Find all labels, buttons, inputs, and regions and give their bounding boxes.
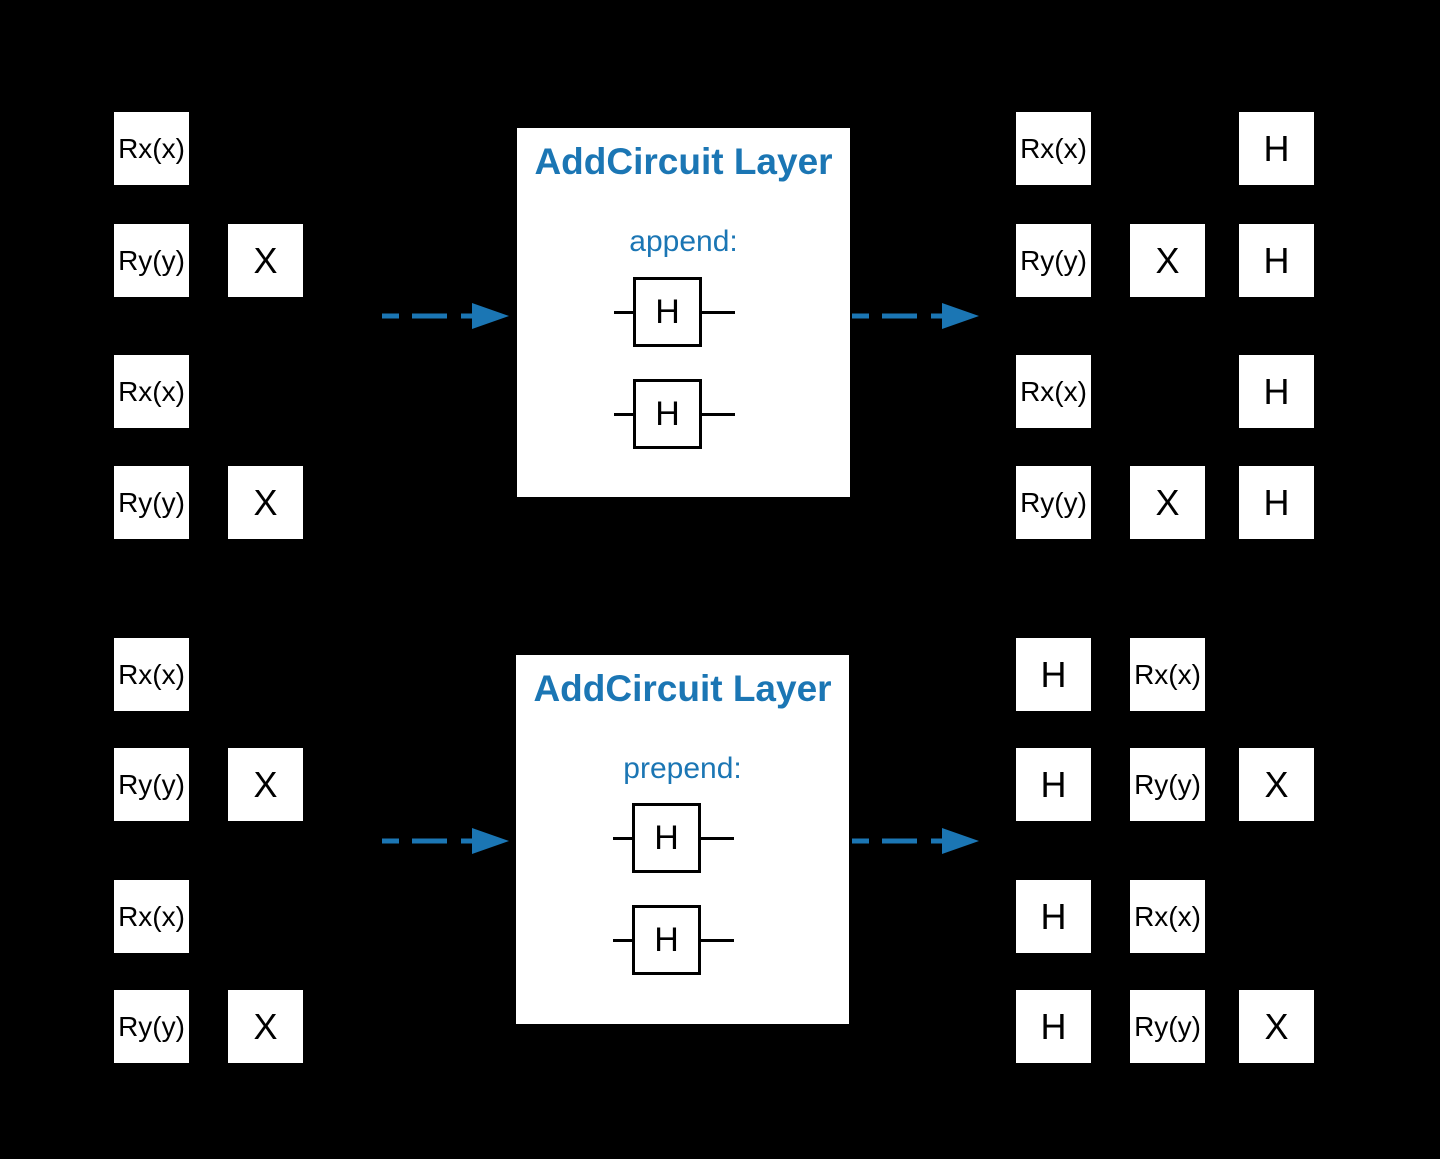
gate-h: H (1239, 466, 1314, 539)
gate-x: X (228, 466, 303, 539)
gate-rxx: Rx(x) (1016, 355, 1091, 428)
gate-h: H (633, 277, 702, 347)
addcircuit-panel-append: AddCircuit Layer append: H H (517, 128, 850, 497)
gate-ryy: Ry(y) (1016, 224, 1091, 297)
gate-h: H (1239, 355, 1314, 428)
gate-rxx: Rx(x) (114, 638, 189, 711)
gate-rxx: Rx(x) (1130, 880, 1205, 953)
gate-ryy: Ry(y) (114, 990, 189, 1063)
dashed-arrow-icon (852, 828, 979, 854)
dashed-arrow-icon (382, 303, 509, 329)
wire-line (614, 310, 633, 314)
gate-ryy: Ry(y) (114, 466, 189, 539)
gate-x: X (1130, 466, 1205, 539)
gate-x: X (1239, 990, 1314, 1063)
gate-ryy: Ry(y) (1130, 990, 1205, 1063)
gate-h: H (1239, 224, 1314, 297)
gate-rxx: Rx(x) (114, 880, 189, 953)
wire-line (614, 412, 633, 416)
wire-line (613, 938, 632, 942)
gate-ryy: Ry(y) (114, 748, 189, 821)
gate-rxx: Rx(x) (1016, 112, 1091, 185)
gate-h: H (632, 905, 701, 975)
panel-mode-label: prepend: (623, 752, 742, 785)
appended-gate-row: H (614, 277, 735, 347)
gate-rxx: Rx(x) (1130, 638, 1205, 711)
gate-h: H (1239, 112, 1314, 185)
gate-h: H (1016, 990, 1091, 1063)
appended-gate-row: H (614, 379, 735, 449)
gate-ryy: Ry(y) (114, 224, 189, 297)
dashed-arrow-icon (382, 828, 509, 854)
gate-h: H (632, 803, 701, 873)
addcircuit-panel-prepend: AddCircuit Layer prepend: H H (516, 655, 849, 1024)
gate-rxx: Rx(x) (114, 355, 189, 428)
wire-line (702, 310, 735, 314)
gate-x: X (228, 990, 303, 1063)
wire-line (701, 938, 734, 942)
panel-title: AddCircuit Layer (533, 668, 832, 709)
gate-h: H (1016, 880, 1091, 953)
prepended-gate-row: H (613, 905, 734, 975)
wire-line (613, 836, 632, 840)
gate-ryy: Ry(y) (1130, 748, 1205, 821)
wire-line (701, 836, 734, 840)
gate-x: X (1130, 224, 1205, 297)
gate-x: X (1239, 748, 1314, 821)
wire-line (702, 412, 735, 416)
gate-h: H (1016, 748, 1091, 821)
gate-x: X (228, 748, 303, 821)
panel-mode-label: append: (629, 225, 738, 258)
dashed-arrow-icon (852, 303, 979, 329)
panel-title: AddCircuit Layer (534, 141, 833, 182)
gate-x: X (228, 224, 303, 297)
gate-ryy: Ry(y) (1016, 466, 1091, 539)
gate-h: H (633, 379, 702, 449)
prepended-gate-row: H (613, 803, 734, 873)
gate-rxx: Rx(x) (114, 112, 189, 185)
gate-h: H (1016, 638, 1091, 711)
